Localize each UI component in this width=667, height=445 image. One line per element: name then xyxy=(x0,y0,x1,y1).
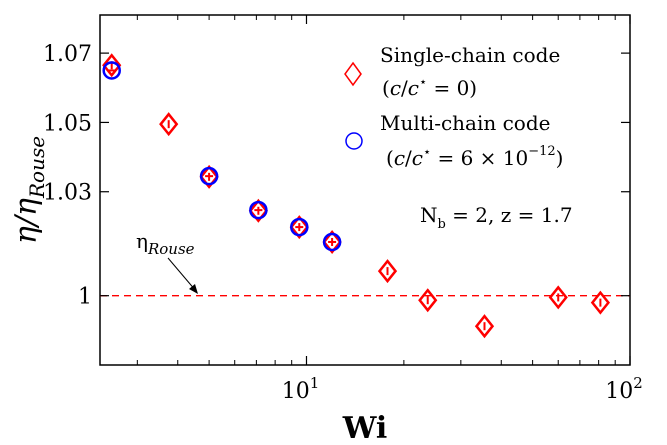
legend-circle-marker xyxy=(345,132,363,150)
single-chain-point xyxy=(548,285,568,310)
single-chain-point xyxy=(248,198,268,223)
single-chain-point xyxy=(377,259,398,284)
single-chain-point xyxy=(199,164,219,189)
y-tick-label: 1.07 xyxy=(43,42,92,67)
single-chain-point xyxy=(159,112,179,137)
legend-multi-chain-line2: (c/c⋆ = 6 × 10−12) xyxy=(386,144,563,170)
rouse-arrow-shaft xyxy=(167,257,197,292)
x-tick-label: 101 xyxy=(282,374,320,404)
x-axis-label: Wi xyxy=(342,411,388,445)
multi-chain-point xyxy=(322,232,342,252)
ticks-layer: 1 1.03 1.05 1.07 101 102 xyxy=(43,15,643,404)
single-chain-point xyxy=(418,288,438,313)
y-tick-label: 1.03 xyxy=(43,181,92,206)
single-chain-point xyxy=(102,53,122,78)
legend-multi-chain-line1: Multi-chain code xyxy=(380,111,550,135)
legend-diamond-marker xyxy=(344,61,362,87)
marks-layer xyxy=(102,53,610,339)
multi-chain-point xyxy=(199,166,219,186)
multi-chain-point xyxy=(102,61,121,80)
legend-item-multi-chain: Multi-chain code (c/c⋆ = 6 × 10−12) xyxy=(345,111,563,170)
single-chain-point xyxy=(590,290,610,315)
parameter-annotation: Nb = 2, z = 1.7 xyxy=(420,203,573,232)
y-axis-label: η/ηRouse xyxy=(9,136,49,244)
multi-chain-point xyxy=(249,200,268,220)
legend-item-single-chain: Single-chain code (c/c⋆ = 0) xyxy=(344,43,560,100)
multi-chain-point xyxy=(290,217,309,237)
legend-single-chain-line2: (c/c⋆ = 0) xyxy=(382,75,477,100)
single-chain-point xyxy=(322,229,342,254)
y-tick-label: 1 xyxy=(78,285,92,310)
single-chain-point xyxy=(474,314,495,339)
rouse-arrow-head xyxy=(189,284,198,294)
rouse-annotation-label: ηRouse xyxy=(136,229,195,258)
rouse-annotation: ηRouse xyxy=(136,229,198,294)
single-chain-point xyxy=(289,215,309,240)
plot-frame xyxy=(99,14,631,366)
legend-single-chain-line1: Single-chain code xyxy=(380,43,560,67)
y-tick-label: 1.05 xyxy=(43,111,92,136)
legend: Single-chain code (c/c⋆ = 0) Multi-chain… xyxy=(344,43,563,170)
x-tick-label: 102 xyxy=(605,374,643,404)
